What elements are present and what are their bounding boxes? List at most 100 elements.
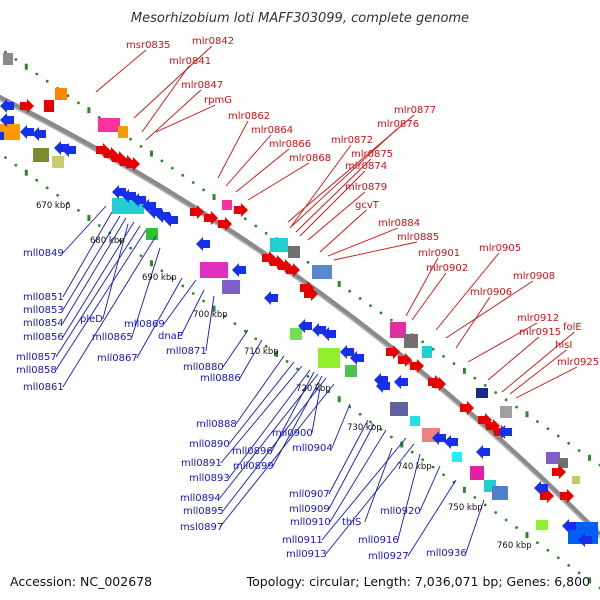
leader-line: [219, 383, 335, 528]
reverse-gene-arrow: [196, 237, 210, 251]
track-dot: [431, 465, 435, 469]
track-dot: [473, 376, 477, 380]
track-dot: [348, 289, 352, 293]
forward-gene-arrow: [204, 211, 218, 225]
track-dot: [118, 239, 122, 243]
gene-label-mlr0847: mlr0847: [181, 80, 223, 91]
reverse-gene-arrow: [0, 132, 4, 140]
gene-label-mll0880: mll0880: [183, 362, 224, 373]
gene-label-mlr0908: mlr0908: [513, 271, 555, 282]
track-dot: [45, 79, 49, 83]
track-dot: [66, 94, 70, 98]
leader-line: [62, 217, 127, 324]
leader-line: [271, 371, 315, 452]
leader-line: [62, 215, 121, 311]
reverse-gene-arrow: [376, 379, 390, 393]
leader-line: [333, 241, 418, 261]
leader-line: [235, 148, 290, 193]
forward-gene-arrow: [234, 203, 248, 217]
gene-block: [33, 148, 49, 162]
gene-label-mll0936: mll0936: [426, 548, 467, 559]
track-dot: [14, 163, 18, 167]
leader-line: [180, 289, 205, 337]
track-dot: [66, 201, 70, 205]
genome-summary-text: Topology: circular; Length: 7,036,071 bp…: [246, 574, 590, 589]
leader-line: [62, 211, 113, 298]
forward-gene-arrow: [410, 359, 424, 373]
leader-line: [445, 280, 534, 339]
track-dot: [556, 556, 560, 560]
gene-block: [288, 246, 300, 258]
track-dot: [254, 224, 258, 228]
leader-line: [145, 89, 202, 141]
reverse-gene-arrow: [476, 445, 490, 459]
leader-line: [329, 429, 387, 523]
gene-label-mll0891: mll0891: [181, 458, 222, 469]
leader-line: [239, 339, 263, 379]
track-dot: [536, 420, 539, 423]
reverse-gene-arrow: [0, 113, 14, 127]
kbp-label: 760 kbp: [497, 541, 532, 551]
track-dot: [191, 292, 195, 295]
reverse-gene-arrow: [444, 435, 458, 449]
gene-block: [476, 388, 488, 398]
gene-label-mlr0912: mlr0912: [517, 313, 559, 324]
gene-label-fole: folE: [563, 322, 582, 333]
gene-block: [318, 348, 340, 368]
gene-label-mlr0884: mlr0884: [378, 218, 420, 229]
leader-line: [319, 209, 367, 253]
track-dot: [191, 181, 195, 184]
gene-label-mlr0866: mlr0866: [269, 139, 311, 150]
gene-label-mll0899: mll0899: [233, 461, 274, 472]
gene-label-mll0895: mll0895: [183, 506, 224, 517]
leader-line: [307, 191, 366, 241]
kbp-label: 680 kbp: [90, 236, 125, 246]
leader-line: [205, 295, 215, 352]
track-dot: [4, 156, 7, 159]
track-dot: [139, 254, 143, 258]
leader-line: [289, 144, 352, 229]
gene-block: [222, 280, 240, 294]
track-dot: [233, 322, 237, 326]
gene-label-mlr0875: mlr0875: [351, 149, 393, 160]
gene-label-mll0856: mll0856: [23, 332, 64, 343]
track-dot: [577, 571, 581, 575]
track-dot: [306, 375, 310, 378]
leader-line: [419, 465, 441, 512]
gene-label-mll0910: mll0910: [290, 517, 331, 528]
reverse-gene-arrow: [264, 291, 278, 305]
kbp-label: 740 kbp: [397, 462, 432, 472]
gene-label-dnae: dnaE: [158, 331, 183, 342]
gene-label-mlr0876: mlr0876: [377, 119, 419, 130]
gene-label-mll0920: mll0920: [380, 506, 421, 517]
leader-line: [487, 336, 540, 381]
track-dot: [536, 541, 539, 545]
leader-line: [131, 247, 161, 338]
leader-line: [364, 447, 393, 523]
gene-block: [572, 476, 580, 484]
gene-label-mll0916: mll0916: [358, 535, 399, 546]
gene-block: [558, 458, 568, 468]
gene-label-mll0849: mll0849: [23, 248, 64, 259]
track-dot: [139, 144, 143, 148]
kbp-label: 700 kbp: [193, 310, 228, 320]
leader-line: [225, 134, 272, 187]
gene-block: [470, 466, 484, 480]
map-title: Mesorhizobium loti MAFF303099, complete …: [131, 11, 469, 26]
label-leaders: [55, 45, 578, 557]
reverse-gene-arrow: [232, 263, 246, 277]
track-dot: [546, 427, 550, 431]
gene-label-mll0927: mll0927: [368, 551, 409, 562]
track-dash: [212, 194, 216, 201]
leader-line: [455, 296, 491, 349]
track-dot: [389, 318, 393, 322]
gene-label-mlr0925: mlr0925: [557, 357, 599, 368]
gene-block: [3, 53, 13, 65]
track-dash: [24, 63, 28, 70]
leader-line: [321, 437, 407, 541]
forward-gene-arrow: [304, 287, 318, 301]
gene-label-mll0861: mll0861: [23, 382, 64, 393]
track-dot: [97, 224, 101, 227]
gene-label-mll0911: mll0911: [282, 535, 323, 546]
track-dot: [160, 269, 164, 273]
